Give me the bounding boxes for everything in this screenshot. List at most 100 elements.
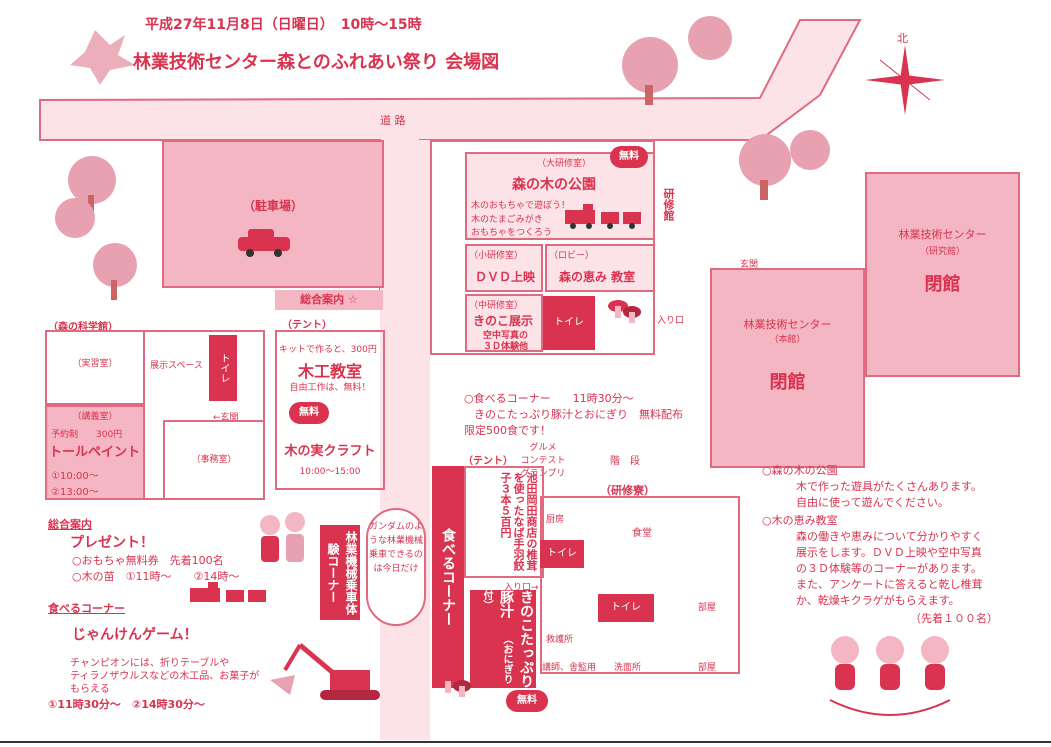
right-megumi-line3: の３Ｄ体験等のコーナーがあります。 — [796, 562, 982, 575]
toy-ticket: ○おもちゃ無料券 先着100名 — [72, 554, 224, 567]
mokko-title: 木工教室 — [297, 362, 362, 381]
mokko-tent: キットで作ると、300円 木工教室 自由工作は、無料！ 無料 木の実クラフト 1… — [275, 330, 385, 490]
chubo-label: 厨房 — [546, 515, 565, 525]
food-info-line1: ○食べるコーナー 11時30分～ — [464, 392, 634, 405]
craft-title: 木の実クラフト — [284, 444, 376, 459]
mokko-free-work: 自由工作は、無料！ — [289, 383, 371, 393]
left-taberu-label: 食べるコーナー — [48, 602, 125, 615]
kagakukan-title: （森の科学館） — [48, 322, 118, 333]
kenshuryo-toilet1: トイレ — [540, 540, 584, 568]
food-info-line3: 限定500食です！ — [464, 424, 551, 437]
dvd-label: ＤＶＤ上映 — [475, 270, 536, 284]
mushroom-icon — [608, 300, 641, 323]
kinoko-tenji-label: きのこ展示 — [473, 314, 534, 328]
threed-label: ３Ｄ体験他 — [483, 342, 529, 352]
center-street — [380, 140, 430, 740]
janken-title: じゃんけんゲーム！ — [72, 627, 198, 643]
compass-north-label: 北 — [897, 32, 908, 45]
kenshuryo-title: （研修寮） — [600, 484, 655, 497]
kenshukan-toilet: トイレ — [543, 296, 595, 350]
tonjiru-sub: （おにぎり付） — [481, 590, 512, 684]
right-koen-line2: 自由に使って遊んでください。 — [796, 496, 949, 509]
tent-label: （テント） — [282, 320, 332, 331]
jimushitsu-room: （事務室） — [163, 420, 265, 500]
tree-icon — [55, 16, 830, 300]
craft-time: 10:00～15:00 — [299, 467, 361, 477]
gourmet-line1: グルメ — [529, 443, 557, 453]
champ-line2: ティラノザウルスなどの木工品、お菓子が — [70, 671, 260, 682]
gundam-bubble: ガンダムのような林業機械乗車できるのは今日だけ — [366, 508, 426, 626]
right-megumi-line2: 展示をします。ＤＶＤ上映や空中写真 — [796, 546, 982, 559]
right-megumi-line4: また、アンケートに答えると乾し椎茸 — [796, 578, 983, 591]
heya1-label: 部屋 — [698, 603, 717, 613]
janken-times: ①11時30分～ ②14時30分～ — [48, 698, 205, 711]
food-info-line2: きのこたっぷり豚汁とおにぎり 無料配布 — [474, 408, 683, 421]
kenshuryo-building — [540, 496, 740, 674]
center-lab-name: 林業技術センター — [898, 228, 987, 241]
children-icon — [260, 512, 305, 562]
koshi-label: 講師、舎監用 — [542, 663, 597, 673]
kenshuryo-toilet2: トイレ — [598, 594, 654, 622]
right-megumi-title: ○木の恵み教室 — [762, 514, 838, 527]
center-lab-building: 林業技術センター （研究館） 閉館 — [865, 172, 1020, 377]
jimushitsu-label: （事務室） — [191, 455, 237, 465]
toy-train-icon — [565, 204, 641, 229]
gundam-text: ガンダムのような林業機械乗車できるのは今日だけ — [368, 522, 423, 574]
chu-kenshu-label: （中研修室） — [469, 301, 524, 311]
stairs-label: 階 段 — [610, 456, 640, 467]
tolepaint-time1: ①10:00～ — [51, 471, 99, 482]
tonjiru-corner: きのこたっぷり豚汁 （おにぎり付） — [470, 590, 536, 688]
megumi-label: 森の恵み 教室 — [559, 270, 636, 284]
right-megumi-line1: 森の働きや恵みについて分かりやすく — [796, 530, 983, 543]
okada-label: 池田岡田商店の椎茸を使ったなば手羽餃子３本５百円 — [499, 472, 538, 571]
center-main-building: 林業技術センター （本館） 閉館 — [710, 268, 865, 468]
senmen-label: 洗面所 — [614, 663, 642, 673]
right-megumi-line5: か、乾燥キクラゲがもらえます。 — [796, 594, 960, 607]
okada-booth: 池田岡田商店の椎茸を使ったなば手羽餃子３本５百円 — [464, 466, 544, 578]
center-main-name: 林業技術センター — [743, 318, 832, 331]
jisshushitsu-label: （実習室） — [72, 359, 118, 369]
champ-line3: もらえる — [70, 684, 110, 695]
kenshuryo-entrance: 入り口→ — [504, 583, 539, 593]
road-label: 道 路 — [380, 114, 406, 127]
right-koen-line1: 木で作った遊具がたくさんあります。 — [796, 480, 982, 493]
girls-jumprope-icon — [829, 636, 951, 716]
dai-kenshu-label: （大研修室） — [537, 159, 592, 169]
kougishitsu-room: （講義室） 予約制 300円 トールペイント ①10:00～ ②13:00～ — [45, 405, 145, 500]
center-genkan: 玄関 — [740, 260, 759, 270]
kagakukan-toilet: トイレ — [209, 335, 237, 401]
aerial-label: 空中写真の — [483, 331, 529, 341]
koen-line3: おもちゃをつくろう — [471, 228, 553, 238]
kagakukan-genkan: ←玄関 — [213, 413, 239, 423]
taberu-corner: 食べるコーナー — [432, 466, 464, 688]
parking-label: （駐車場） — [242, 199, 303, 213]
toy-train-icon — [190, 582, 266, 602]
kenshukan-entrance: 入り口 — [657, 316, 685, 326]
tent2-label: （テント） — [463, 456, 513, 467]
right-megumi-line6: （先着１００名） — [910, 612, 998, 625]
mushroom-icon — [438, 675, 471, 697]
tolepaint-title: トールペイント — [49, 445, 141, 460]
excavator-icon — [270, 643, 380, 700]
kikai-corner: 林業機械乗車体験コーナー — [320, 525, 360, 620]
champ-line1: チャンピオンには、折りテーブルや — [70, 658, 230, 669]
center-lab-sub: （研究館） — [919, 247, 965, 257]
mokko-free-badge: 無料 — [289, 402, 329, 424]
sho-kenshu-label: （小研修室） — [469, 251, 524, 261]
nae-label: ○木の苗 ①11時～ ②14時～ — [72, 570, 240, 583]
present-label: プレゼント！ — [70, 535, 154, 551]
center-main-closed: 閉館 — [769, 372, 806, 393]
shokudo-label: 食堂 — [632, 528, 652, 539]
sho-kenshushitsu: （小研修室） ＤＶＤ上映 — [465, 244, 543, 292]
jisshushitsu-room: （実習室） — [45, 330, 145, 405]
car-icon — [238, 229, 290, 257]
center-lab-closed: 閉館 — [924, 274, 961, 295]
left-sogo-label: 総合案内 — [48, 518, 92, 531]
right-koen-title: ○森の木の公園 — [762, 464, 838, 477]
kenshukan-label: 研修館 — [662, 188, 675, 221]
tolepaint-time2: ②13:00～ — [51, 487, 99, 498]
lobby-area: （ロビー） 森の恵み 教室 — [545, 244, 655, 292]
tolepaint-price: 予約制 300円 — [51, 430, 123, 440]
tonjiru-free-badge: 無料 — [506, 690, 548, 712]
